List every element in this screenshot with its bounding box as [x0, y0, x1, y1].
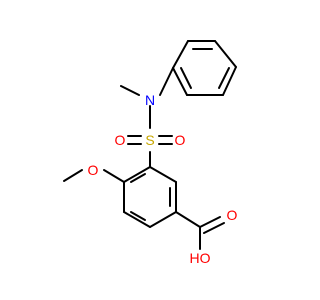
hydroxyl-group: HO: [190, 250, 211, 266]
bond: [123, 211, 151, 228]
bond: [103, 169, 125, 183]
bond: [214, 40, 237, 68]
bond: [130, 173, 146, 183]
sulfonyl-oxygen-left: O: [115, 132, 126, 148]
bond: [159, 67, 174, 96]
sulfonyl-oxygen-right: O: [175, 132, 186, 148]
bond: [130, 211, 146, 221]
sulfur-atom: S: [145, 132, 154, 148]
bond: [175, 211, 201, 228]
nitrogen-atom: N: [145, 92, 155, 108]
atom-labels: N S O O O O HO: [88, 92, 238, 266]
bonds: [63, 40, 237, 250]
bond: [172, 40, 189, 69]
molecule-structure: N S O O O O HO: [63, 40, 238, 266]
bond: [120, 85, 140, 96]
bond: [63, 169, 83, 182]
bond: [222, 66, 237, 96]
bond: [218, 67, 230, 89]
bond: [149, 211, 177, 228]
carbonyl-oxygen: O: [227, 207, 238, 223]
bond: [199, 216, 221, 228]
bond: [123, 166, 151, 183]
bond: [180, 67, 192, 89]
bond: [149, 166, 177, 183]
methoxy-oxygen: O: [88, 162, 99, 178]
bond: [172, 67, 188, 96]
bond: [203, 222, 225, 234]
